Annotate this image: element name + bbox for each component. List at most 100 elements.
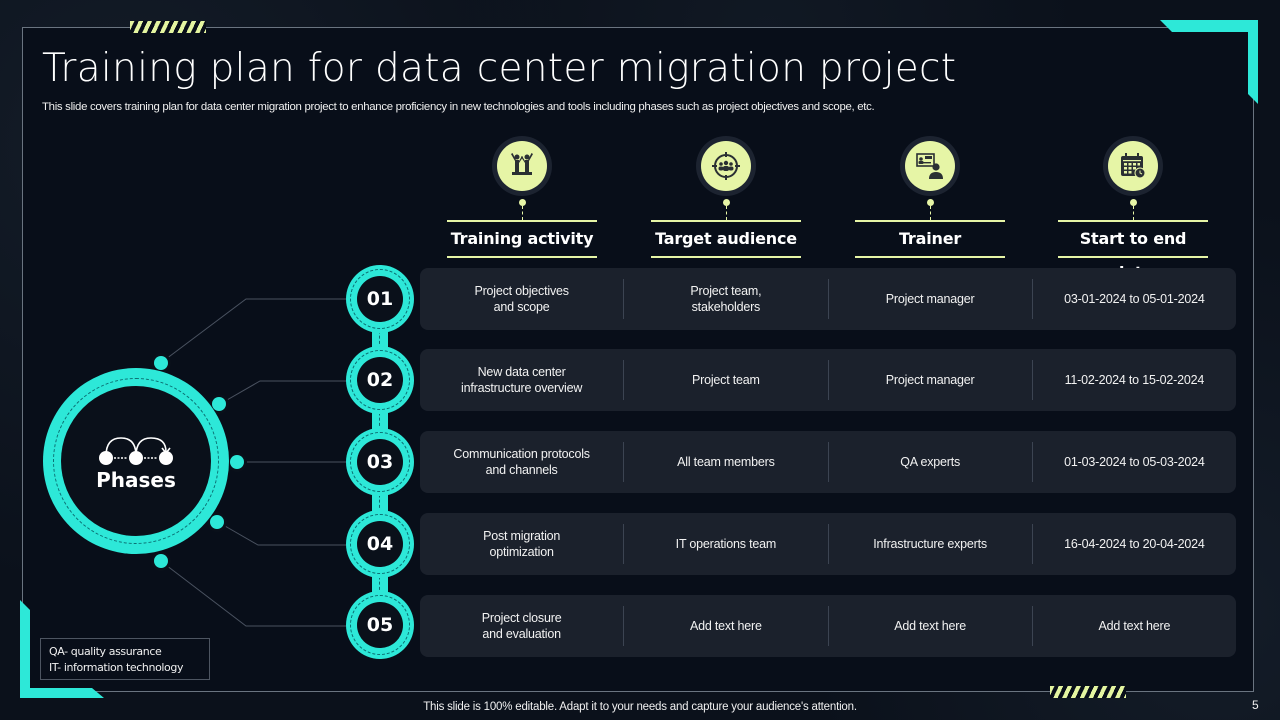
decorative-stripes-bottom: [1050, 686, 1126, 698]
pin-line: [521, 206, 523, 220]
page-number: 5: [1252, 698, 1259, 712]
pin-dot: [518, 199, 526, 206]
pin-line: [725, 206, 727, 220]
cell-training-activity: Project closure and evaluation: [481, 611, 562, 641]
column-divider: [1031, 279, 1033, 319]
satellite-dot: [230, 455, 244, 469]
icon-badge-inner: [1108, 141, 1158, 191]
table-row-04: Post migration optimization IT operation…: [420, 513, 1236, 575]
cell-date-range: 03-01-2024 to 05-01-2024: [1064, 292, 1205, 306]
team-celebration-icon: [511, 153, 533, 175]
phase-number-badge-02: 02: [346, 346, 414, 414]
phase-number-badge-05: 05: [346, 591, 414, 659]
badge-ring: 02: [350, 350, 410, 410]
pin-dot: [1129, 199, 1137, 206]
presenter-icon: [916, 153, 943, 179]
satellite-dot: [210, 515, 224, 529]
footer-text: This slide is 100% editable. Adapt it to…: [423, 701, 857, 713]
column-divider: [827, 524, 829, 564]
column-divider: [827, 360, 829, 400]
hub-label: Phases: [96, 468, 176, 492]
column-divider: [1031, 606, 1033, 646]
badge-ring: 01: [350, 269, 410, 329]
abbreviations-legend: QA- quality assurance IT- information te…: [40, 638, 210, 680]
cell-training-activity: Communication protocols and channels: [453, 447, 590, 477]
column-divider: [827, 279, 829, 319]
hub-ring: Phases: [53, 378, 219, 544]
cell-training-activity: Project objectives and scope: [474, 284, 569, 314]
cell-target-audience: Project team: [691, 373, 760, 387]
cell-trainer: Project manager: [885, 373, 975, 387]
table-row-02: New data center infrastructure overview …: [420, 349, 1236, 411]
column-divider: [1031, 442, 1033, 482]
cell-date-range: 16-04-2024 to 20-04-2024: [1064, 537, 1205, 551]
satellite-dot: [212, 397, 226, 411]
column-divider: [623, 524, 625, 564]
column-divider: [623, 442, 625, 482]
cell-date-range: 11-02-2024 to 15-02-2024: [1064, 373, 1205, 387]
cell-trainer: Add text here: [894, 619, 966, 633]
table-row-01: Project objectives and scope Project tea…: [420, 268, 1236, 330]
icon-badge-inner: [905, 141, 955, 191]
phase-number-badge-03: 03: [346, 428, 414, 496]
cell-training-activity: Post migration optimization: [483, 529, 561, 559]
cell-target-audience: Project team, stakeholders: [690, 284, 762, 314]
column-divider: [623, 606, 625, 646]
column-header-training-activity: Training activity: [447, 136, 597, 258]
pin-dot: [926, 199, 934, 206]
page-title: Training plan for data center migration …: [42, 46, 957, 91]
phase-number: 01: [357, 276, 403, 322]
icon-badge: [1103, 136, 1163, 196]
badge-ring: 03: [350, 432, 410, 492]
process-steps-icon: [99, 437, 173, 465]
hub-core: Phases: [61, 386, 211, 536]
column-label: Start to end date: [1058, 220, 1208, 282]
phase-number: 05: [357, 602, 403, 648]
cell-training-activity: New data center infrastructure overview: [461, 365, 583, 395]
column-divider: [1031, 360, 1033, 400]
column-header-trainer: Trainer: [855, 136, 1005, 258]
satellite-dot: [154, 554, 168, 568]
badge-ring: 04: [350, 514, 410, 574]
corner-bracket-bottom-left: [20, 600, 104, 698]
column-header-date-range: Start to end date: [1058, 136, 1208, 282]
cell-target-audience: IT operations team: [675, 537, 777, 551]
column-label: Trainer: [855, 220, 1005, 258]
footer-note: This slide is 100% editable. Adapt it to…: [0, 701, 1280, 713]
corner-bracket-top-right: [1160, 20, 1258, 104]
column-label: Training activity: [447, 220, 597, 258]
cell-target-audience: Add text here: [689, 619, 762, 633]
table-row-05: Project closure and evaluation Add text …: [420, 595, 1236, 657]
cell-trainer: Infrastructure experts: [873, 537, 987, 551]
target-audience-icon: [712, 152, 740, 180]
cell-trainer: QA experts: [900, 455, 961, 469]
column-header-target-audience: Target audience: [651, 136, 801, 258]
pin-dot: [722, 199, 730, 206]
pin-line: [929, 206, 931, 220]
icon-badge: [492, 136, 552, 196]
phase-number-badge-04: 04: [346, 510, 414, 578]
cell-date-range: 01-03-2024 to 05-03-2024: [1064, 455, 1205, 469]
satellite-dot: [154, 356, 168, 370]
pin-line: [1132, 206, 1134, 220]
phase-number-badge-01: 01: [346, 265, 414, 333]
phase-number: 02: [357, 357, 403, 403]
column-divider: [1031, 524, 1033, 564]
phase-number: 03: [357, 439, 403, 485]
column-label: Target audience: [651, 220, 801, 258]
page-subtitle: This slide covers training plan for data…: [42, 101, 875, 113]
legend-line-qa: QA- quality assurance: [49, 645, 162, 658]
phase-number: 04: [357, 521, 403, 567]
column-divider: [827, 442, 829, 482]
cell-date-range: Add text here: [1098, 619, 1171, 633]
legend-line-it: IT- information technology: [49, 661, 184, 674]
icon-badge: [900, 136, 960, 196]
decorative-stripes-top: [130, 21, 206, 33]
icon-badge: [696, 136, 756, 196]
column-divider: [623, 360, 625, 400]
calendar-clock-icon: [1121, 153, 1146, 179]
cell-target-audience: All team members: [677, 455, 775, 469]
phases-hub: Phases: [43, 368, 229, 554]
cell-trainer: Project manager: [885, 292, 975, 306]
badge-ring: 05: [350, 595, 410, 655]
